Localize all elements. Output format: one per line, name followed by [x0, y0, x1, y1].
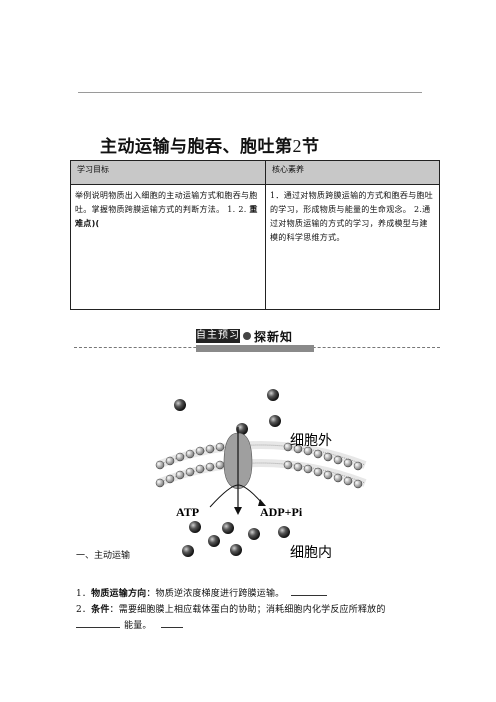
banner-dot-icon [243, 332, 251, 340]
point-1-num: 1． [76, 589, 92, 599]
page-title: 主动运输与胞吞、胞吐第2节 [100, 132, 320, 157]
point-1: 1．物质运输方向：物质逆浓度梯度进行跨膜运输。 [76, 586, 328, 599]
core-literacy-cell: 1．通过对物质跨膜运输的方式和胞吞与胞吐的学习，形成物质与能量的生命观念。 2.… [265, 184, 440, 310]
point-1-lead: 物质运输方向 [91, 589, 147, 599]
outside-molecules [174, 389, 281, 435]
header-learning-goals: 学习目标 [70, 160, 266, 185]
label-atp: ATP [176, 505, 199, 519]
label-adp: ADP+Pi [260, 505, 303, 519]
label-outside: 细胞外 [290, 433, 332, 449]
point-1-text: ：物质逆浓度梯度进行跨膜运输。 [146, 589, 285, 599]
blank-line [291, 586, 328, 596]
point-2-cont-text: 能量。 [124, 621, 152, 631]
key-point-tag: 重难点)( [75, 205, 258, 228]
inside-molecules [182, 521, 290, 557]
energy-arrowhead [258, 499, 266, 506]
learning-goals-num1: 1. [227, 205, 236, 214]
section-heading: 一、主动运输 [76, 551, 131, 561]
learning-goals-num2: 2. [238, 205, 247, 214]
banner-subtitle: 探新知 [254, 330, 294, 344]
point-2-lead: 条件 [91, 605, 110, 615]
learning-goals-cell: 举例说明物质出入细胞的主动运输方式和胞吞与胞吐。掌握物质跨膜运输方式的判断方法。… [70, 184, 266, 310]
header-core-literacy: 核心素养 [265, 160, 440, 185]
energy-arrow [209, 484, 263, 508]
active-transport-diagram: 细胞外 ATP ADP+Pi 细胞内 [155, 389, 367, 560]
objectives-table: 学习目标 核心素养 举例说明物质出入细胞的主动运输方式和胞吞与胞吐。掌握物质跨膜… [70, 160, 440, 310]
banner-badge: 自主预习 探新知 [196, 329, 328, 355]
title-number: 2 [292, 136, 302, 156]
banner-stripe [196, 345, 314, 352]
point-2: 2．条件：需要细胞膜上相应载体蛋白的协助；消耗细胞内化学反应所释放的 [76, 602, 386, 615]
membrane-heads [155, 442, 363, 489]
point-2-cont: 能量。 [76, 618, 183, 631]
point-2-num: 2． [76, 605, 92, 615]
title-suffix: 节 [302, 137, 320, 157]
transport-arrowhead [234, 507, 242, 515]
header-rule [78, 92, 422, 93]
title-text: 主动运输与胞吞、胞吐第 [100, 137, 293, 157]
section-banner: 自主预习 探新知 [0, 327, 496, 357]
learning-goals-text: 举例说明物质出入细胞的主动运输方式和胞吞与胞吐。掌握物质跨膜运输方式的判断方法。 [75, 191, 258, 214]
point-2-text: ：需要细胞膜上相应载体蛋白的协助；消耗细胞内化学反应所释放的 [109, 605, 386, 615]
blank-line [160, 618, 183, 628]
blank-line [76, 618, 120, 628]
banner-label: 自主预习 [196, 329, 240, 343]
label-inside: 细胞内 [290, 545, 332, 560]
